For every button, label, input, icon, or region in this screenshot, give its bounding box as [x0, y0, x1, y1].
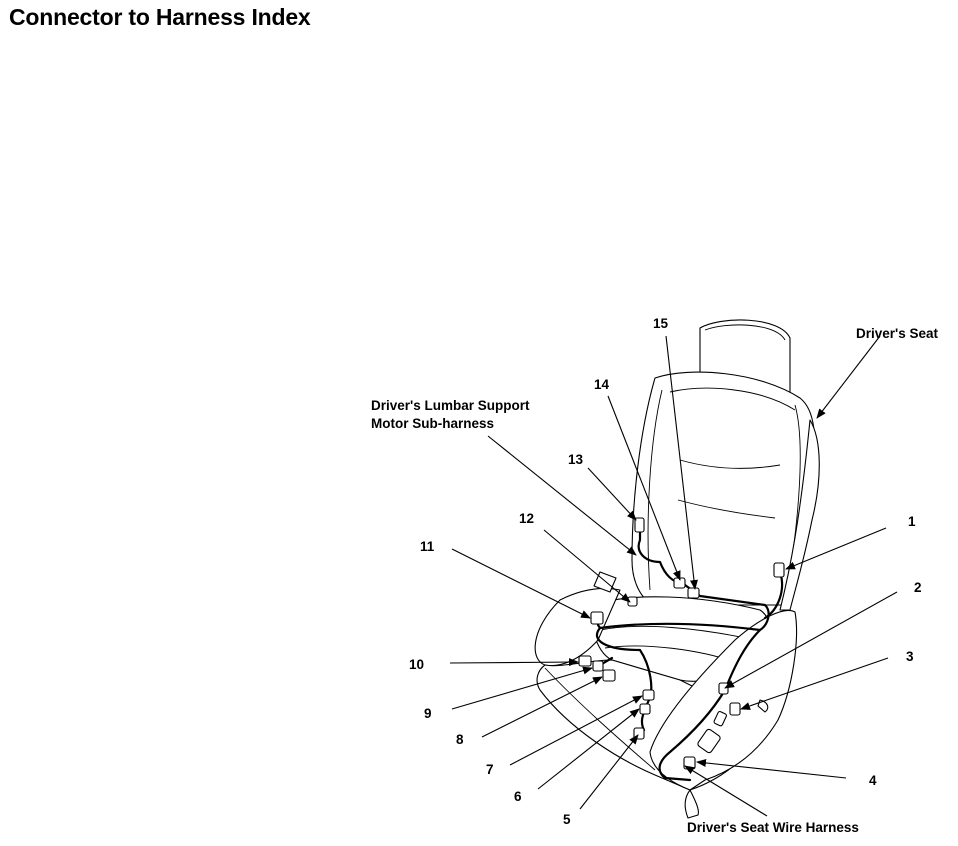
label-10: 10: [409, 657, 424, 672]
connector-7: [642, 689, 655, 701]
connector-8: [602, 669, 616, 682]
label-11: 11: [420, 539, 435, 554]
connector-4: [683, 756, 696, 770]
label-6: 6: [514, 789, 522, 804]
connector-13: [634, 517, 645, 533]
label-3: 3: [906, 649, 914, 664]
label-8: 8: [456, 732, 464, 747]
label-7: 7: [486, 762, 494, 777]
label-5: 5: [563, 812, 571, 827]
connector-2: [718, 682, 729, 695]
label-1: 1: [908, 514, 916, 529]
label-15: 15: [653, 316, 669, 331]
connector-10: [578, 655, 592, 667]
label-9: 9: [424, 706, 432, 721]
label-13: 13: [568, 452, 584, 467]
connector-3: [729, 702, 741, 716]
label-4: 4: [869, 773, 877, 788]
leader-lines: [449, 335, 898, 817]
label-12: 12: [519, 511, 534, 526]
label-lumbar-line2: Motor Sub-harness: [371, 416, 494, 431]
connector-15: [687, 587, 700, 599]
page-title: Connector to Harness Index: [9, 4, 311, 30]
label-lumbar-line1: Driver's Lumbar Support: [371, 398, 530, 413]
connector-11: [590, 611, 604, 625]
label-2: 2: [914, 580, 922, 595]
callout-labels: Driver's Seat Driver's Lumbar Support Mo…: [371, 316, 939, 835]
connector-6: [639, 703, 651, 715]
side-trim-panel: [649, 610, 798, 791]
connector-9: [592, 660, 604, 672]
label-seat-wire-harness: Driver's Seat Wire Harness: [687, 820, 859, 835]
connector-1: [773, 562, 785, 578]
label-drivers-seat: Driver's Seat: [856, 326, 939, 341]
label-14: 14: [594, 377, 610, 392]
seat-back: [631, 371, 815, 606]
